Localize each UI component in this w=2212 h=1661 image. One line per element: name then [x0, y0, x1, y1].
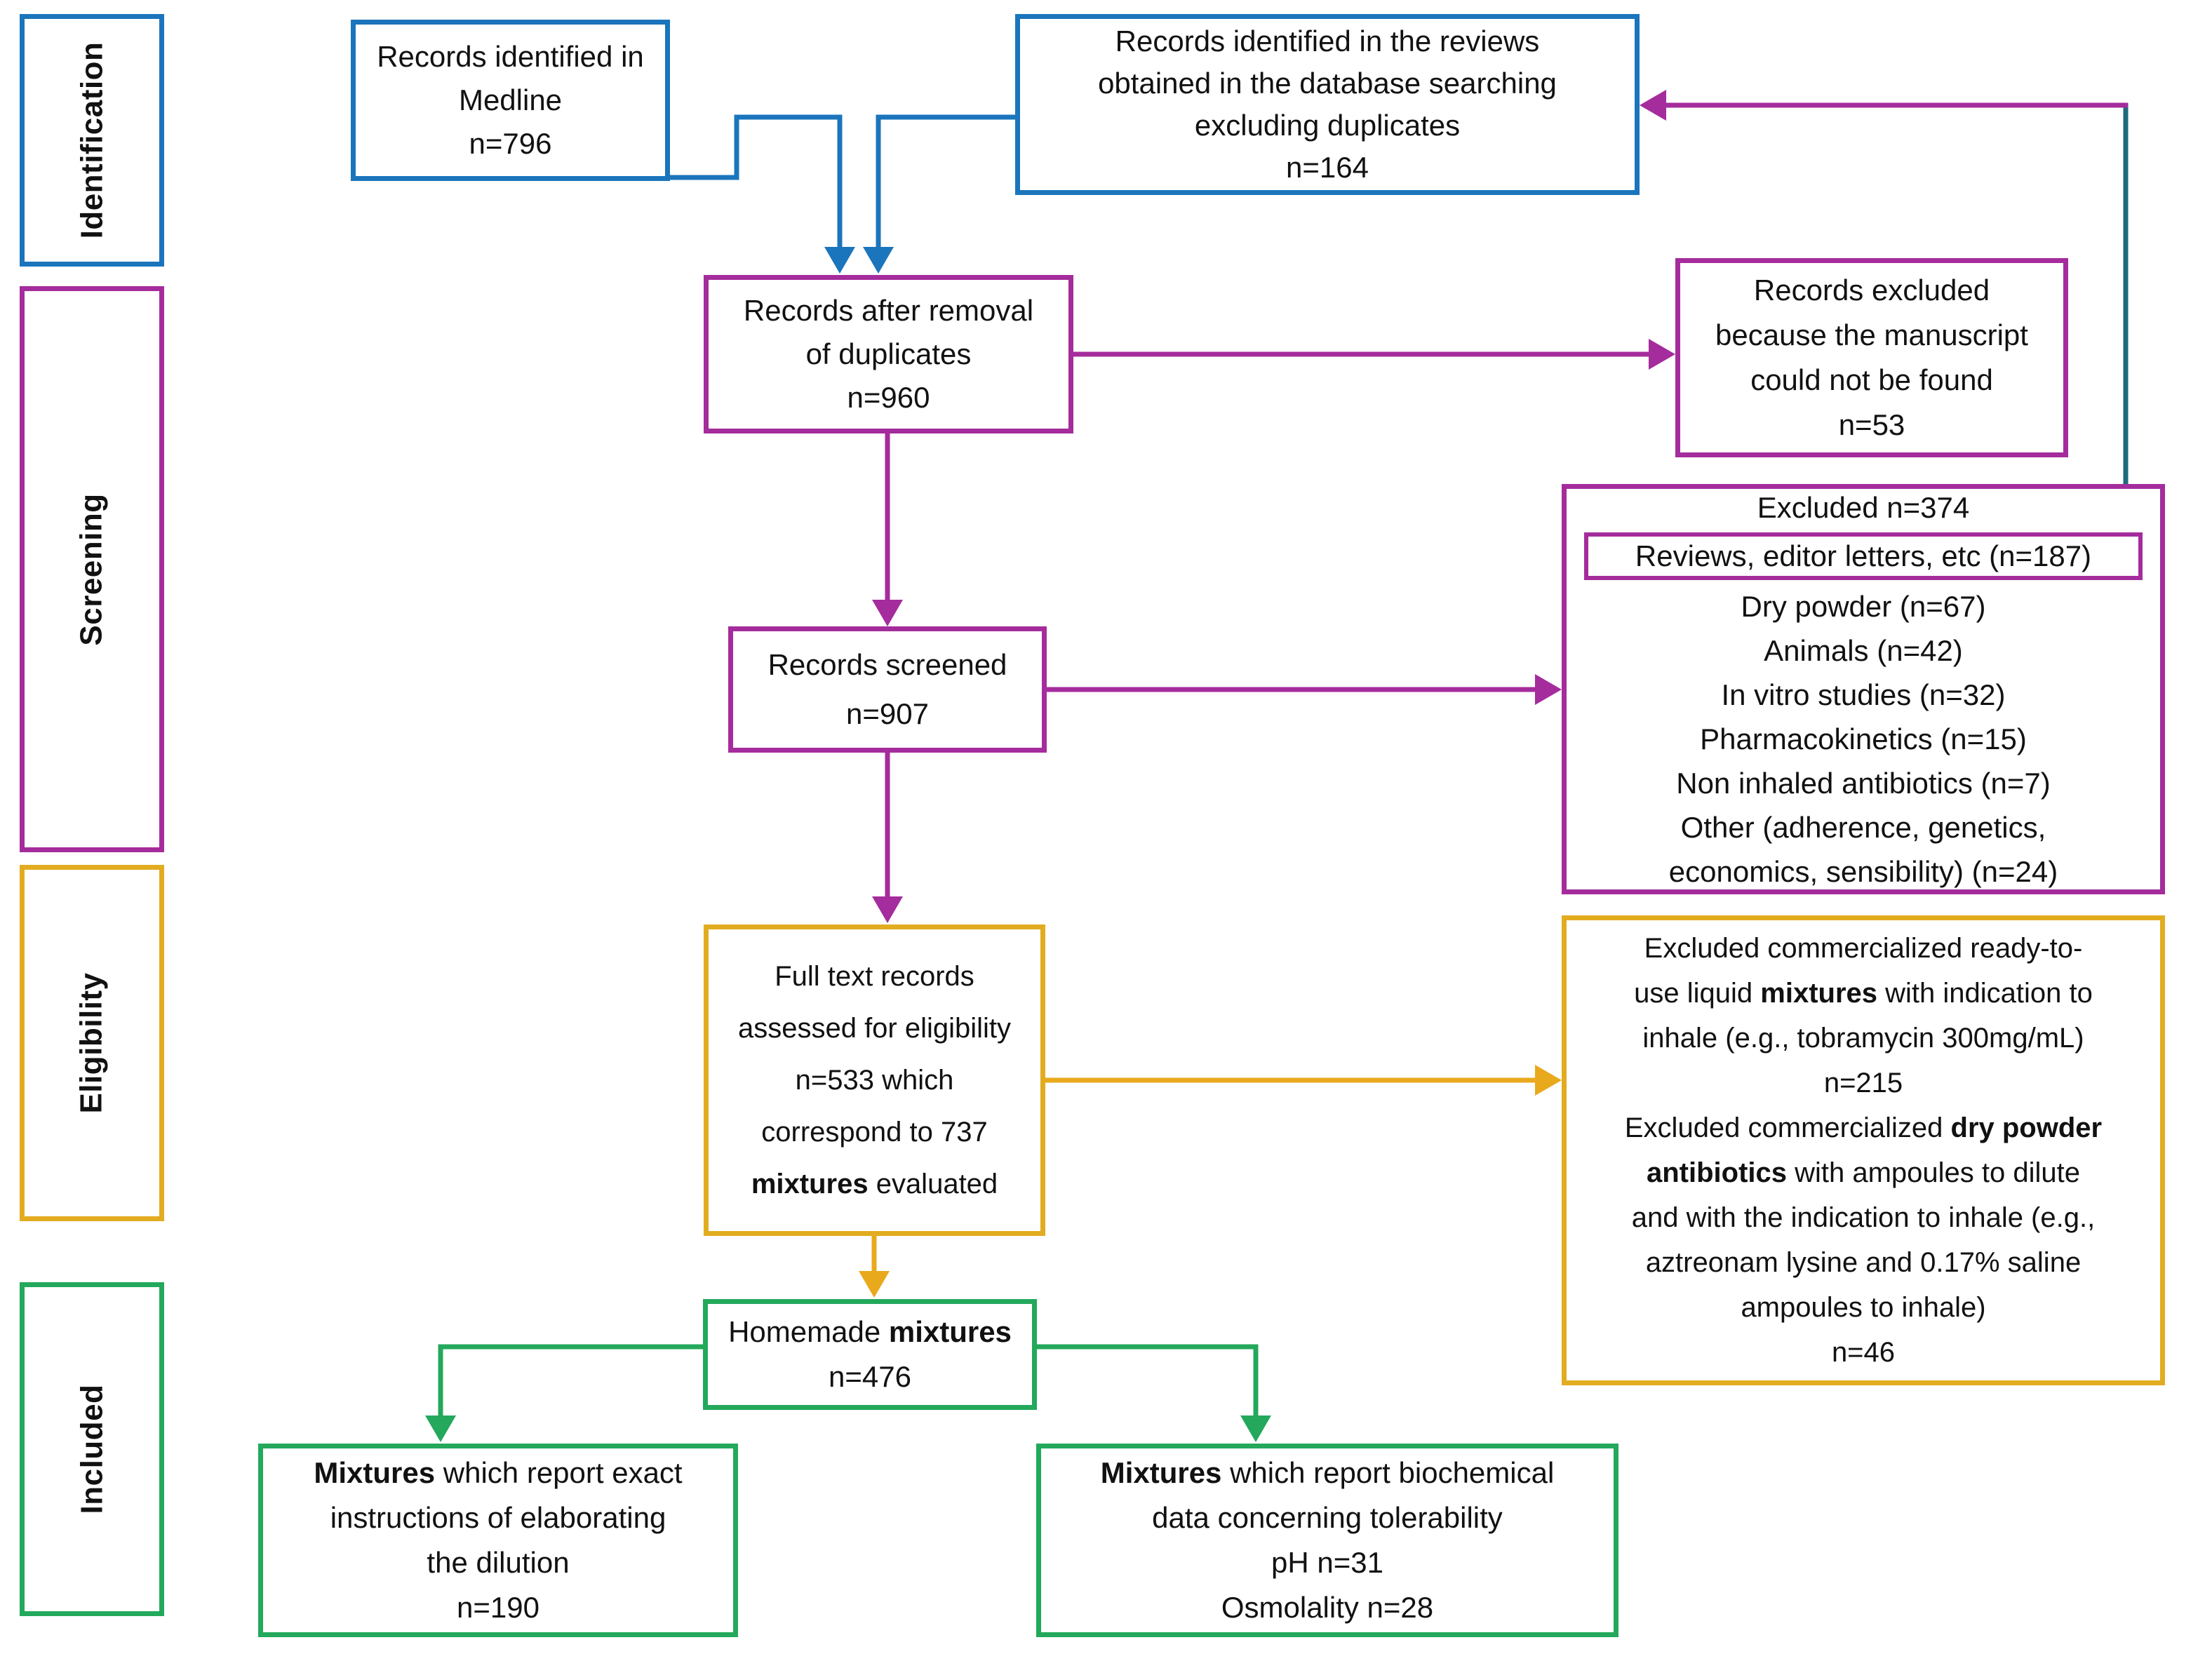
connector-homemade-to-biochemical [1037, 1344, 1259, 1417]
text-line: excluding duplicates [1194, 109, 1461, 142]
text-line: Records excluded [1753, 274, 1990, 307]
stage-screening-label: Screening [74, 492, 109, 646]
text-line: aztreonam lysine and 0.17% saline [1645, 1247, 2082, 1278]
arrowhead-dedup-to-notfound [1649, 339, 1675, 370]
arrowhead-dedup-to-screened [872, 600, 903, 626]
arrowhead-fulltext-to-excluded [1535, 1065, 1562, 1096]
text-line: n=215 [1823, 1068, 1903, 1098]
node-records-after-duplicate-removal: Records after removal of duplicates n=960 [704, 275, 1073, 433]
text-line: and with the indication to inhale (e.g., [1631, 1202, 2096, 1233]
text-line: n=46 [1831, 1337, 1896, 1368]
node-mixtures-biochemical-data: Mixtures which report biochemical data co… [1036, 1444, 1618, 1637]
text-line: Records after removal [743, 294, 1034, 327]
node-excluded-screening-reasons: Excluded n=374 Reviews, editor letters, … [1562, 484, 2165, 894]
text-line: n=960 [847, 381, 930, 414]
arrowhead-homemade-to-biochemical [1240, 1415, 1271, 1442]
text-line: instructions of elaborating [330, 1501, 666, 1534]
stage-included: Included [20, 1282, 164, 1616]
text-line: Mixtures which report exact [314, 1456, 683, 1489]
excluded-items: Dry powder (n=67) Animals (n=42) In vitro … [1669, 584, 2058, 894]
node-records-excluded-not-found: Records excluded because the manuscript co… [1675, 258, 2068, 457]
text-line: pH n=31 [1271, 1546, 1383, 1579]
text-line: n=907 [846, 697, 929, 730]
text-line: In vitro studies (n=32) [1721, 678, 2006, 711]
text-line: n=533 which [795, 1065, 954, 1096]
text-line: Dry powder (n=67) [1741, 589, 1986, 623]
text-line: Homemade mixtures [728, 1315, 1012, 1348]
text-line: Non inhaled antibiotics (n=7) [1676, 766, 2051, 800]
arrowhead-reviews-to-dedup [863, 247, 894, 274]
text-line: economics, sensibility) (n=24) [1668, 854, 2058, 888]
stage-screening: Screening [20, 286, 164, 852]
node-records-screened: Records screened n=907 [728, 626, 1047, 753]
text-line: Osmolality n=28 [1221, 1591, 1434, 1624]
text-line: correspond to 737 [761, 1117, 988, 1148]
text-line: obtained in the database searching [1098, 67, 1557, 100]
text-line: data concerning tolerability [1152, 1501, 1503, 1534]
excluded-title: Excluded n=374 [1757, 490, 1970, 524]
text-line: of duplicates [805, 337, 972, 370]
connector-reviews-to-dedup [876, 114, 1015, 248]
arrowhead-screened-to-fulltext [872, 896, 903, 923]
text-line: Records screened [768, 648, 1007, 681]
text-line: Pharmacokinetics (n=15) [1700, 722, 2027, 755]
text-line: n=796 [469, 127, 552, 160]
arrowhead-screened-to-excluded [1535, 674, 1562, 705]
stage-eligibility-label: Eligibility [74, 972, 109, 1114]
node-fulltext-assessed: Full text records assessed for eligibilit… [704, 924, 1045, 1236]
text-line: Records identified in [377, 40, 644, 73]
text-line: assessed for eligibility [737, 1013, 1012, 1044]
text-line: Excluded commercialized ready-to- [1644, 933, 2083, 964]
text-line: mixtures evaluated [751, 1169, 998, 1199]
arrowhead-fulltext-to-homemade [859, 1271, 890, 1298]
text-line: use liquid mixtures with indication to [1634, 978, 2093, 1009]
text-line: Records identified in the reviews [1115, 25, 1540, 58]
node-excluded-eligibility-reasons: Excluded commercialized ready-to-use liq… [1562, 915, 2165, 1385]
arrowhead-feedback-to-reviews [1640, 90, 1666, 121]
stage-identification: Identification [20, 14, 164, 267]
text-line: because the manuscript [1715, 318, 2028, 351]
connector-homemade-to-instructions [438, 1344, 703, 1417]
node-homemade-mixtures: Homemade mixtures n=476 [703, 1299, 1037, 1410]
text-line: the dilution [427, 1546, 570, 1579]
text-line: Excluded commercialized dry powder [1624, 1112, 2103, 1143]
stage-identification-label: Identification [74, 41, 109, 239]
text-line: n=476 [829, 1360, 911, 1393]
text-line: ampoules to inhale) [1741, 1292, 1986, 1323]
text-line: inhale (e.g., tobramycin 300mg/mL) [1642, 1023, 2084, 1054]
connector-medline-to-dedup [670, 114, 843, 248]
node-records-identified-medline: Records identified in Medline n=796 [351, 20, 670, 181]
text-line: n=190 [457, 1591, 539, 1624]
text-line: Animals (n=42) [1764, 633, 1963, 667]
text-line: antibiotics with ampoules to dilute [1646, 1157, 2081, 1188]
text-line: could not be found [1750, 363, 1993, 396]
stage-eligibility: Eligibility [20, 865, 164, 1221]
text-line: Mixtures which report biochemical [1100, 1456, 1555, 1489]
highlight-box-text: Reviews, editor letters, etc (n=187) [1635, 539, 2092, 572]
stage-included-label: Included [74, 1384, 109, 1514]
text-line: n=53 [1838, 408, 1905, 441]
highlight-box-reviews-editor-letters: Reviews, editor letters, etc (n=187) [1584, 532, 2143, 580]
arrowhead-medline-to-dedup [824, 247, 855, 274]
text-line: Other (adherence, genetics, [1680, 810, 2046, 844]
text-line: n=164 [1286, 151, 1369, 184]
arrowhead-homemade-to-instructions [425, 1415, 456, 1442]
text-line: Medline [458, 83, 563, 116]
node-mixtures-exact-instructions: Mixtures which report exact instructions … [258, 1444, 738, 1637]
node-records-identified-reviews: Records identified in the reviews obtaine… [1015, 14, 1640, 195]
text-line: Full text records [775, 961, 974, 992]
